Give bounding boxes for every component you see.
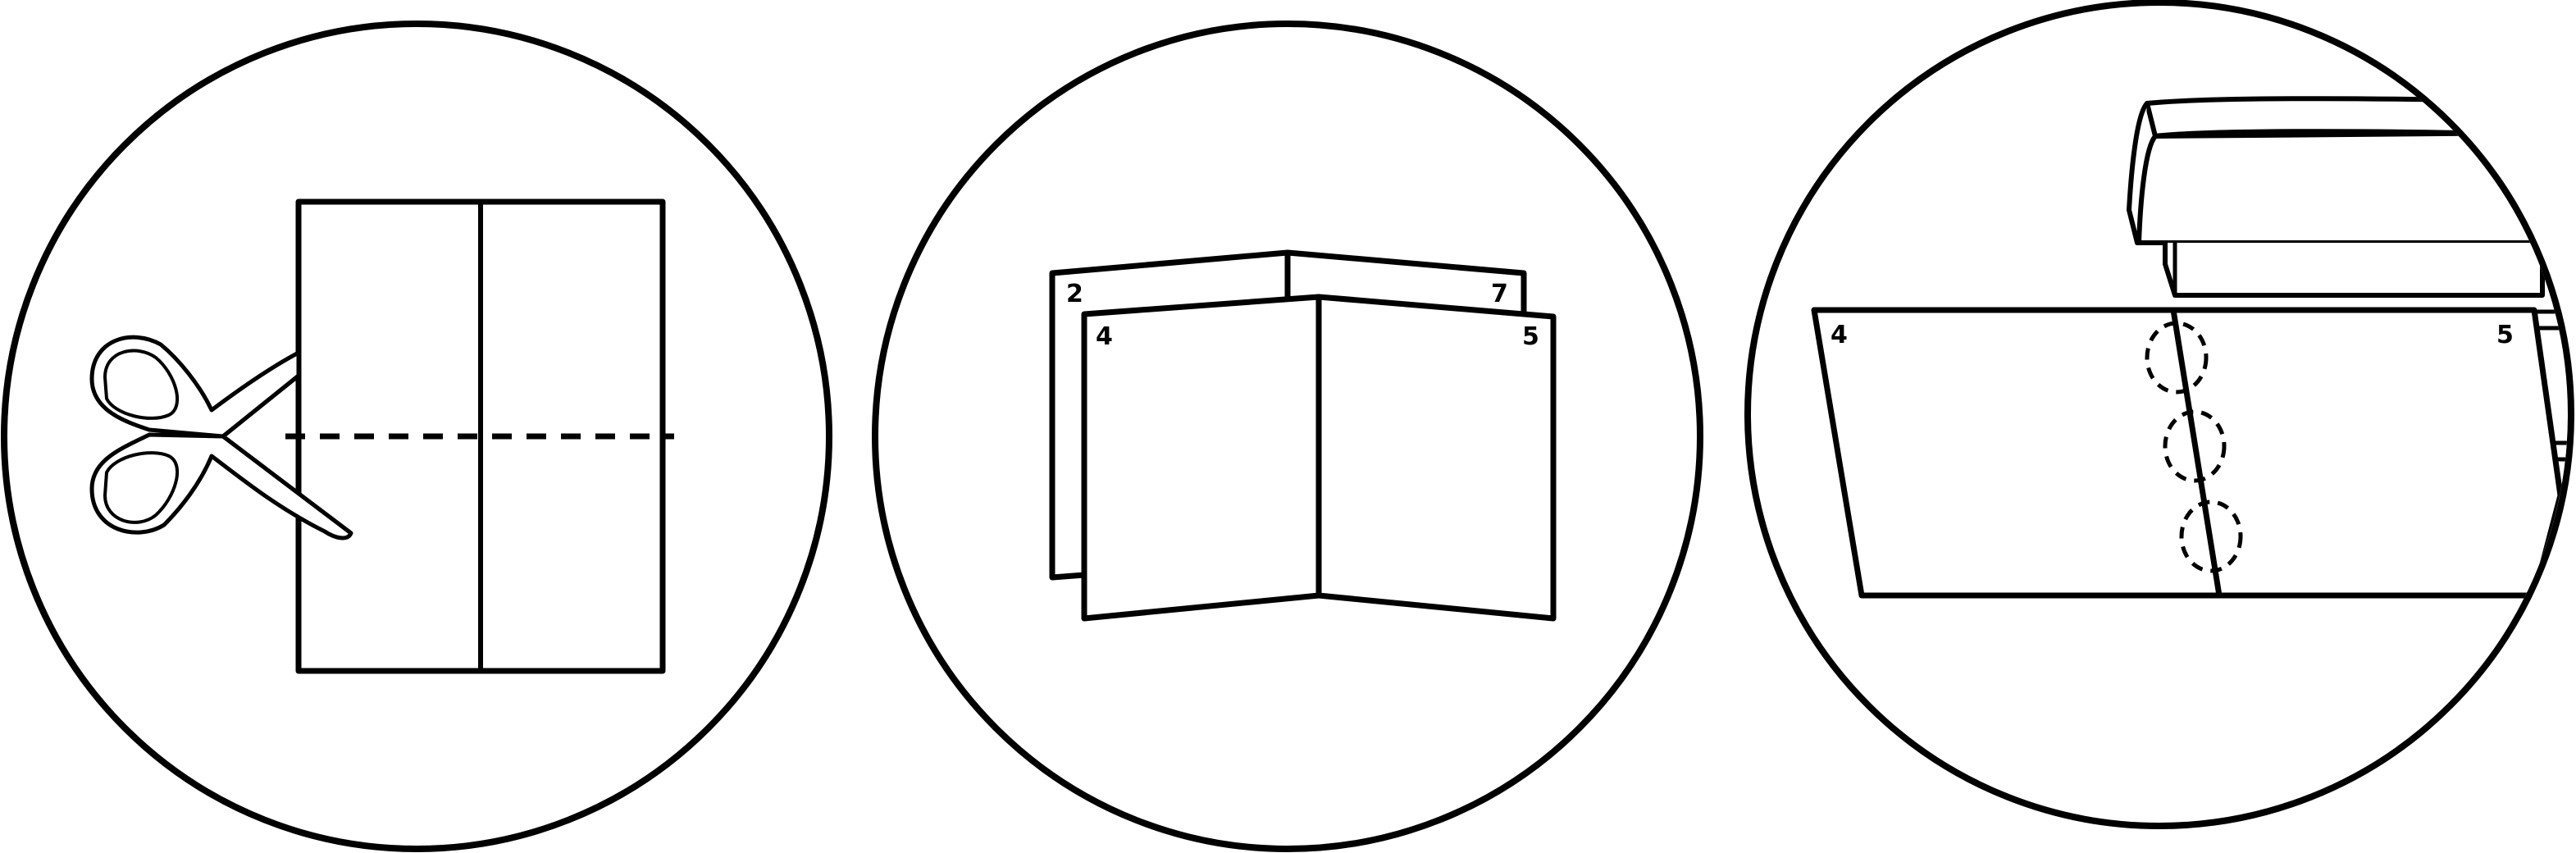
page-number-4: 4 <box>1831 321 1848 349</box>
page-number-7: 7 <box>1491 280 1508 308</box>
page-number-5: 5 <box>1522 322 1539 351</box>
page-number-4: 4 <box>1096 322 1113 351</box>
page-number-2: 2 <box>1066 280 1083 308</box>
panel-cut <box>1 21 832 852</box>
scissors-icon <box>89 335 353 541</box>
front-sheet <box>1081 294 1557 622</box>
panel-stack: 2 7 4 5 <box>872 21 1703 852</box>
fold-seam <box>2170 309 2223 596</box>
page-number-5: 5 <box>2496 321 2514 349</box>
stitch-pattern <box>2145 321 2243 573</box>
sewing-machine-icon <box>2127 96 2568 462</box>
panel-sew: 4 5 <box>1744 0 2574 829</box>
